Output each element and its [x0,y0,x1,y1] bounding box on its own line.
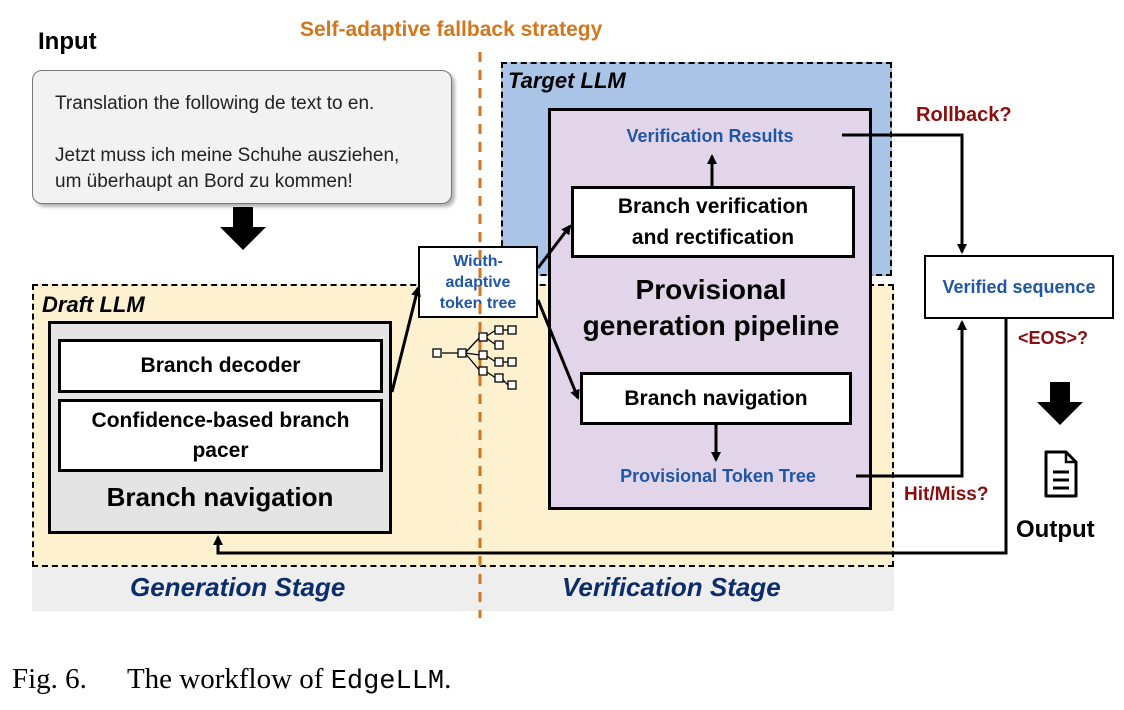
branch-verification-box: Branch verification and rectification [571,186,855,258]
draft-llm-label: Draft LLM [42,292,145,317]
fallback-loop-arrow [213,319,1008,555]
input-down-arrow [220,207,266,250]
token-tree-icon [432,325,517,390]
generation-stage-label: Generation Stage [130,572,346,602]
pipeline-title: Provisional generation pipeline [556,272,866,344]
target-branch-navigation-box: Branch navigation [580,372,852,425]
caption-suffix: . [444,663,452,695]
caption-code: EdgeLLM [330,667,445,697]
input-sentence-line1: Jetzt muss ich meine Schuhe ausziehen, [55,145,400,166]
input-sentence-line2: um überhaupt an Bord zu kommen! [55,171,353,192]
rollback-label: Rollback? [916,104,1012,126]
output-label: Output [1016,516,1095,543]
pipeline-line1: Provisional [635,274,787,305]
input-text-box: Translation the following de text to en.… [32,70,452,204]
verification-stage-label: Verification Stage [562,572,781,602]
verify-line1: Branch verification [617,195,809,218]
draft-to-tree-arrow [390,286,421,393]
token-tree-line3: token tree [439,294,517,312]
tree-to-navigation-arrow [536,299,580,400]
tree-to-verify-arrow [536,224,572,269]
pacer-line2: pacer [192,438,249,462]
pipeline-line2: generation pipeline [582,310,840,341]
hit-miss-arrow [856,320,967,478]
token-tree-line2: adaptive [445,273,511,291]
rollback-arrow [842,133,967,254]
caption-prefix: Fig. 6. [12,663,87,695]
token-tree-box: Width- adaptive token tree [418,246,538,318]
verify-line2: and rectification [631,226,795,249]
verified-sequence-box: Verified sequence [924,255,1114,319]
pacer-line1: Confidence-based branch [91,408,350,432]
caption-text: The workflow of [126,663,324,695]
provisional-token-tree-label: Provisional Token Tree [620,466,816,486]
output-down-arrow [1037,382,1083,425]
eos-label: <EOS>? [1018,328,1089,348]
input-instruction: Translation the following de text to en. [55,93,375,114]
strategy-title: Self-adaptive fallback strategy [300,18,603,41]
target-llm-label: Target LLM [508,68,626,93]
provisional-pipeline-module [548,108,872,510]
document-icon [1044,450,1078,498]
stage-bar [32,565,894,611]
hit-miss-label: Hit/Miss? [904,484,989,505]
figure-caption: Fig. 6. The workflow of EdgeLLM. [12,663,451,697]
branch-decoder-box: Branch decoder [58,339,383,393]
verification-results-label: Verification Results [626,126,794,146]
confidence-pacer-box: Confidence-based branch pacer [58,399,383,472]
token-tree-line1: Width- [453,252,503,270]
draft-branch-navigation-label: Branch navigation [106,482,334,512]
input-label: Input [38,28,97,55]
